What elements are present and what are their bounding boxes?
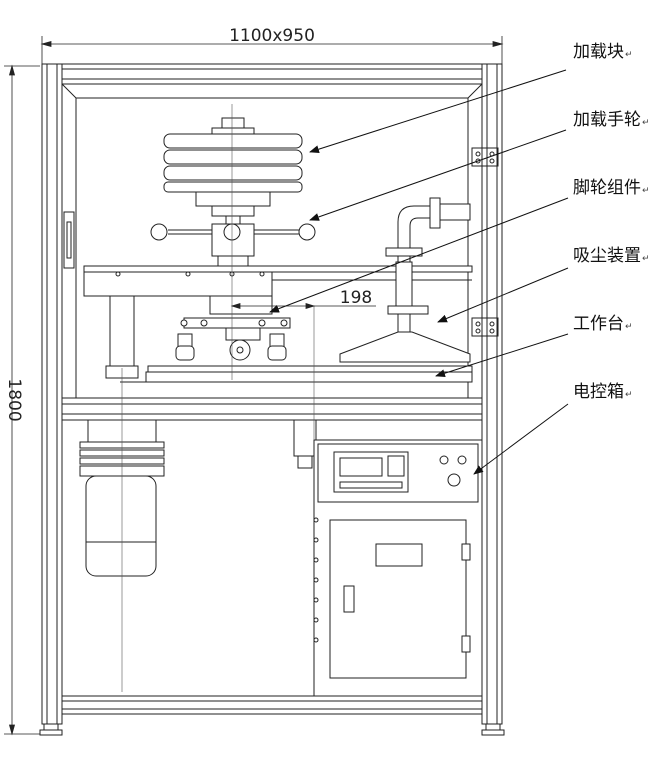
callout-text: 工作台 [573, 314, 624, 334]
callout-text: 吸尘装置 [573, 246, 641, 266]
callout-loading-handwheel: 加载手轮↵ [573, 112, 650, 129]
leader-work-table [435, 333, 569, 378]
work-table [120, 365, 473, 383]
leader-lines [269, 69, 569, 475]
center-lines [121, 104, 315, 692]
callout-text: 加载块 [573, 42, 624, 62]
caster-assembly [175, 295, 291, 361]
electric-control-box [313, 439, 483, 697]
callout-loading-block: 加载块↵ [573, 44, 633, 61]
dust-collector [339, 197, 471, 363]
return-mark: ↵ [642, 118, 650, 128]
leader-electric-box [473, 403, 569, 475]
leader-loading-handwheel [309, 129, 567, 221]
return-mark: ↵ [642, 186, 650, 196]
height-dimension [4, 64, 40, 736]
loading-handwheel [150, 223, 316, 267]
leader-loading-block [309, 69, 567, 154]
offset-dimension-text: 198 [340, 288, 372, 308]
height-dimension-text: 1800 [4, 378, 24, 421]
return-mark: ↵ [642, 254, 650, 264]
callout-caster-assembly: 脚轮组件↵ [573, 180, 650, 197]
top-width-dimension-text: 1100x950 [229, 26, 315, 46]
callout-text: 电控箱 [573, 382, 624, 402]
callout-text: 脚轮组件 [573, 178, 641, 198]
return-mark: ↵ [625, 322, 633, 332]
top-dimension [40, 36, 504, 64]
offset-dimension [230, 302, 376, 310]
return-mark: ↵ [625, 390, 633, 400]
leader-caster-assembly [269, 197, 569, 313]
callout-electric-box: 电控箱↵ [573, 384, 633, 401]
return-mark: ↵ [625, 50, 633, 60]
bracket [293, 419, 317, 469]
callout-work-table: 工作台↵ [573, 316, 633, 333]
loading-block [163, 117, 303, 227]
upper-plate [83, 265, 473, 379]
frame [39, 63, 505, 736]
leader-dust-collector [437, 267, 569, 323]
callout-text: 加载手轮 [573, 110, 641, 130]
callout-dust-collector: 吸尘装置↵ [573, 248, 650, 265]
